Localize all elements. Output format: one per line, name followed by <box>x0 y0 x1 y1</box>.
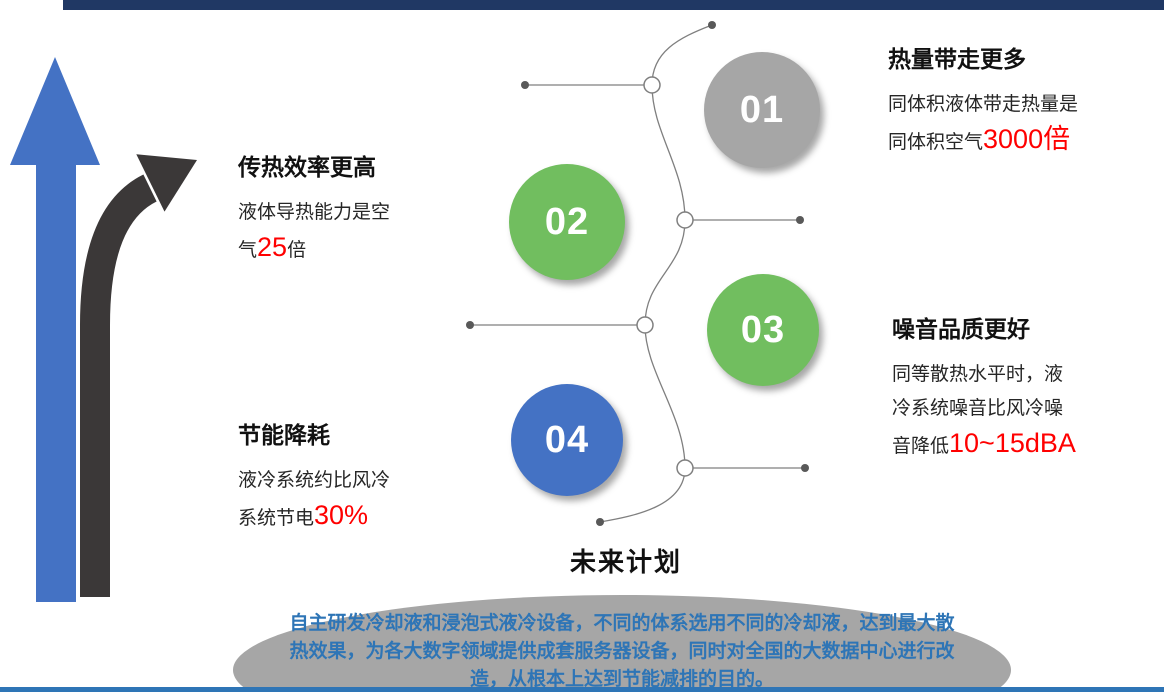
future-plan-title: 未来计划 <box>569 547 682 577</box>
dark-arrow-head-icon <box>136 154 197 212</box>
feature-title: 噪音品质更好 <box>892 316 1030 342</box>
step-circle-04: 04 <box>511 384 623 496</box>
step-circle-03: 03 <box>707 274 819 386</box>
description-line: 液冷系统约比风冷 <box>238 470 391 491</box>
blue-up-arrow <box>10 57 100 602</box>
bottom-accent-line <box>0 687 1164 692</box>
description-line: 同等散热水平时，液 <box>892 364 1064 385</box>
description-line: 音降低 <box>892 436 950 457</box>
feature-noise: 噪音品质更好 同等散热水平时，液 冷系统噪音比风冷噪 音降低10~15dBA <box>892 310 1152 464</box>
step-number: 04 <box>544 418 590 461</box>
description-line: 气 <box>238 240 258 261</box>
timeline-curve <box>466 21 809 526</box>
connector-lines <box>470 84 805 469</box>
summary-ellipse: 自主研发冷却液和浸泡式液冷设备，不同的体系选用不同的冷却液，达到最大散热效果，为… <box>233 595 1011 692</box>
feature-energy-saving: 节能降耗 液冷系统约比风冷 系统节电30% <box>238 416 468 536</box>
feature-description: 同体积液体带走热量是 同体积空气3000倍 <box>888 88 1160 160</box>
highlight-value: 25 <box>257 232 288 262</box>
description-line: 冷系统噪音比风冷噪 <box>892 398 1064 419</box>
description-line: 系统节电 <box>238 508 315 529</box>
step-circle-02: 02 <box>509 164 625 280</box>
feature-description: 同等散热水平时，液 冷系统噪音比风冷噪 音降低10~15dBA <box>892 358 1152 464</box>
feature-description: 液冷系统约比风冷 系统节电30% <box>238 464 468 536</box>
step-circle-01: 01 <box>704 52 820 168</box>
end-dots <box>466 21 809 526</box>
curve-nodes <box>636 76 694 477</box>
description-line: 液体导热能力是空 <box>238 202 391 223</box>
feature-description: 液体导热能力是空 气25倍 <box>238 196 468 268</box>
feature-heat-capacity: 热量带走更多 同体积液体带走热量是 同体积空气3000倍 <box>888 40 1160 160</box>
highlight-value: 10~15dBA <box>949 428 1076 458</box>
up-arrows-graphic <box>10 57 197 602</box>
description-line: 倍 <box>287 240 307 261</box>
highlight-value: 3000倍 <box>983 124 1071 154</box>
description-line: 同体积液体带走热量是 <box>888 94 1079 115</box>
highlight-value: 30% <box>314 500 369 530</box>
feature-title: 节能降耗 <box>238 422 330 448</box>
step-number: 02 <box>544 200 590 243</box>
feature-title: 传热效率更高 <box>238 154 376 180</box>
feature-heat-transfer: 传热效率更高 液体导热能力是空 气25倍 <box>238 148 468 268</box>
step-number: 01 <box>739 88 785 131</box>
dark-curved-arrow <box>80 174 158 597</box>
top-accent-bar <box>63 0 1164 10</box>
step-number: 03 <box>740 308 786 351</box>
description-line: 同体积空气 <box>888 132 984 153</box>
feature-title: 热量带走更多 <box>888 46 1026 72</box>
summary-text: 自主研发冷却液和浸泡式液冷设备，不同的体系选用不同的冷却液，达到最大散热效果，为… <box>289 613 955 690</box>
